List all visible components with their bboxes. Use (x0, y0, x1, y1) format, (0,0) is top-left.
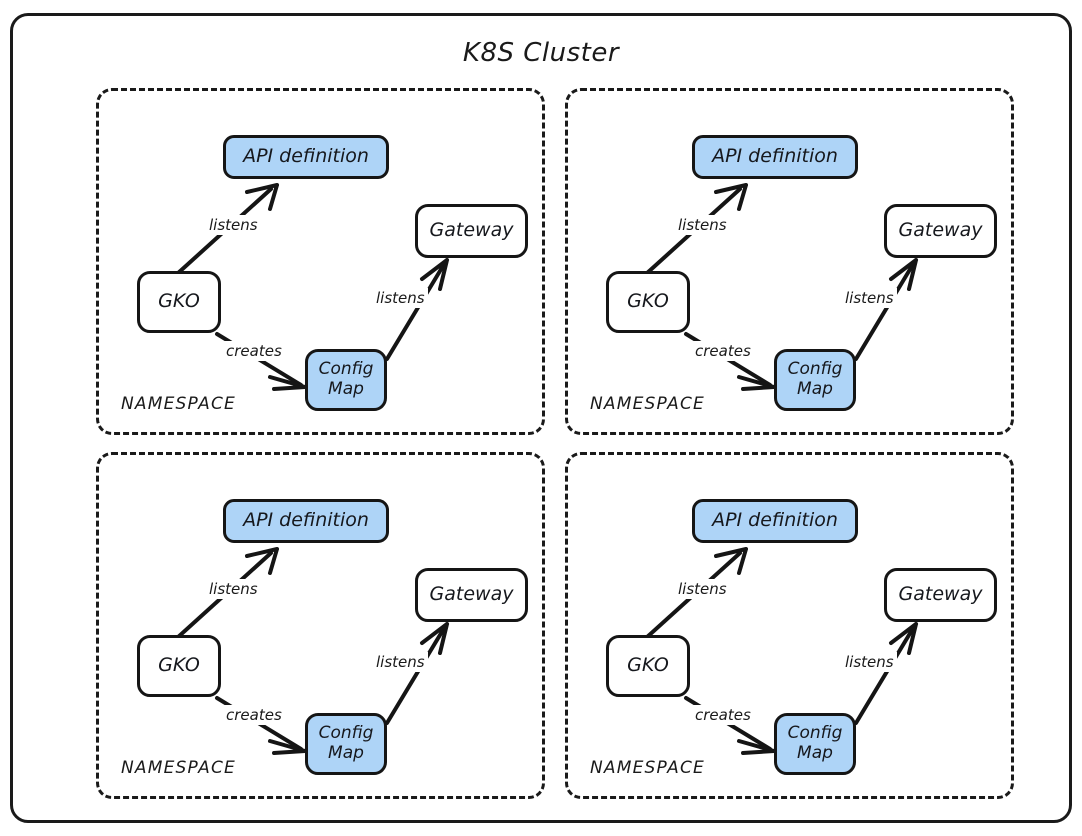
namespace-label: NAMESPACE (590, 394, 705, 414)
namespace-label: NAMESPACE (121, 758, 236, 778)
node-config-map-line2: Map (797, 379, 833, 399)
cluster-title: K8S Cluster (462, 38, 620, 68)
node-gko[interactable]: GKO (606, 635, 690, 697)
node-gateway-label: Gateway (429, 219, 514, 242)
node-api-definition-label: API definition (243, 145, 369, 168)
node-config-map[interactable]: Config Map (305, 713, 387, 775)
node-config-map-label: Config Map (319, 724, 374, 763)
node-config-map-line2: Map (328, 743, 364, 763)
namespace-label: NAMESPACE (121, 394, 236, 414)
node-api-definition[interactable]: API definition (223, 135, 389, 179)
edge-label-configmap-to-gateway: listens (373, 288, 428, 308)
namespace-panel-bottom-right: API definition Gateway GKO Config Map li… (565, 452, 1014, 799)
node-gko-label: GKO (627, 290, 669, 313)
node-api-definition[interactable]: API definition (223, 499, 389, 543)
edge-label-configmap-to-gateway: listens (373, 652, 428, 672)
node-gateway[interactable]: Gateway (884, 204, 997, 258)
node-api-definition-label: API definition (712, 509, 838, 532)
node-config-map-line1: Config (318, 359, 374, 380)
edge-configmap-to-gateway-arrowhead (420, 622, 449, 655)
edge-gko-to-api-arrowhead (714, 183, 748, 211)
node-api-definition-label: API definition (712, 145, 838, 168)
node-api-definition-label: API definition (243, 509, 369, 532)
edge-configmap-to-gateway-arrowhead (889, 622, 918, 655)
edge-gko-to-configmap-arrowhead (268, 375, 307, 391)
node-config-map-label: Config Map (788, 360, 843, 399)
edge-configmap-to-gateway-line (385, 628, 445, 725)
edge-configmap-to-gateway-line (854, 628, 914, 725)
node-config-map-line2: Map (328, 379, 364, 399)
edge-label-gko-to-api: listens (206, 215, 261, 235)
edge-gko-to-api-arrowhead (714, 547, 748, 575)
node-gateway-label: Gateway (898, 219, 983, 242)
edge-configmap-to-gateway-arrowhead (889, 258, 918, 291)
node-config-map-line1: Config (318, 723, 374, 744)
namespace-label: NAMESPACE (590, 758, 705, 778)
node-gateway[interactable]: Gateway (415, 568, 528, 622)
edge-label-gko-to-api: listens (675, 579, 730, 599)
edge-label-configmap-to-gateway: listens (842, 652, 897, 672)
edge-configmap-to-gateway-line (385, 264, 445, 361)
node-api-definition[interactable]: API definition (692, 499, 858, 543)
edge-label-gko-to-configmap: creates (223, 705, 285, 725)
edge-label-gko-to-configmap: creates (223, 341, 285, 361)
edge-gko-to-configmap-arrowhead (737, 375, 776, 391)
node-gko-label: GKO (158, 654, 200, 677)
edge-label-gko-to-configmap: creates (692, 705, 754, 725)
edge-gko-to-api-arrowhead (245, 183, 279, 211)
node-config-map[interactable]: Config Map (305, 349, 387, 411)
node-gko[interactable]: GKO (137, 271, 221, 333)
node-config-map-label: Config Map (788, 724, 843, 763)
edge-label-gko-to-api: listens (206, 579, 261, 599)
namespace-panel-top-right: API definition Gateway GKO Config Map li… (565, 88, 1014, 435)
edge-gko-to-configmap-arrowhead (737, 739, 776, 755)
node-gko[interactable]: GKO (137, 635, 221, 697)
namespace-panel-bottom-left: API definition Gateway GKO Config Map li… (96, 452, 545, 799)
node-gko[interactable]: GKO (606, 271, 690, 333)
edge-configmap-to-gateway-arrowhead (420, 258, 449, 291)
edge-gko-to-configmap-arrowhead (268, 739, 307, 755)
node-config-map-line1: Config (787, 723, 843, 744)
node-api-definition[interactable]: API definition (692, 135, 858, 179)
node-gateway-label: Gateway (898, 583, 983, 606)
node-gko-label: GKO (158, 290, 200, 313)
edge-label-configmap-to-gateway: listens (842, 288, 897, 308)
edge-label-gko-to-api: listens (675, 215, 730, 235)
edge-configmap-to-gateway-line (854, 264, 914, 361)
node-config-map[interactable]: Config Map (774, 349, 856, 411)
node-gateway[interactable]: Gateway (884, 568, 997, 622)
edge-gko-to-api-arrowhead (245, 547, 279, 575)
namespace-panel-top-left: API definition Gateway GKO Config Map li… (96, 88, 545, 435)
node-gko-label: GKO (627, 654, 669, 677)
edge-label-gko-to-configmap: creates (692, 341, 754, 361)
node-gateway[interactable]: Gateway (415, 204, 528, 258)
node-config-map-line1: Config (787, 359, 843, 380)
node-config-map[interactable]: Config Map (774, 713, 856, 775)
node-config-map-line2: Map (797, 743, 833, 763)
node-config-map-label: Config Map (319, 360, 374, 399)
node-gateway-label: Gateway (429, 583, 514, 606)
